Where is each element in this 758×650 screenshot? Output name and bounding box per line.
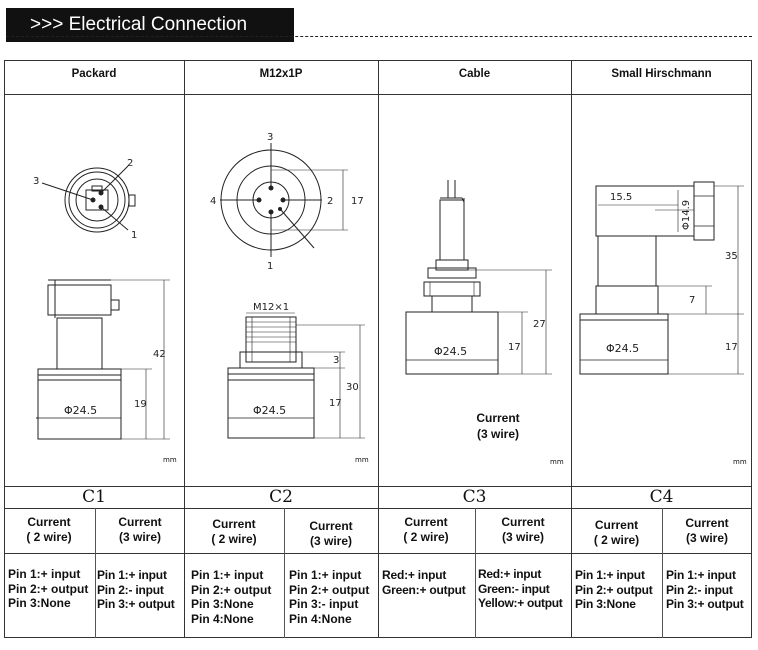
svg-text:7: 7	[689, 295, 695, 306]
svg-text:2: 2	[327, 196, 333, 207]
cable-drawing: Φ24.5 27 17	[405, 180, 552, 375]
col-divider-2	[378, 60, 379, 638]
svg-text:Φ24.5: Φ24.5	[64, 404, 97, 417]
svg-text:17: 17	[329, 398, 342, 409]
hirschmann-drawing: 15.5 Φ14.9 Φ24.5 35 7 17	[579, 181, 744, 375]
svg-text:Φ14.9: Φ14.9	[681, 200, 692, 230]
header-m12: M12x1P	[259, 68, 303, 80]
unit-label: mm	[733, 458, 747, 466]
header-hirschmann: Small Hirschmann	[611, 68, 712, 80]
col-divider-3	[571, 60, 572, 638]
svg-text:30: 30	[346, 382, 359, 393]
code-c1: C1	[82, 487, 106, 507]
svg-text:Φ24.5: Φ24.5	[434, 345, 467, 358]
unit-label: mm	[163, 456, 177, 464]
current-label: Current(3 wire)	[685, 516, 729, 545]
svg-text:1: 1	[131, 230, 137, 241]
code-c2: C2	[269, 487, 293, 507]
current-label: Current( 2 wire)	[211, 517, 257, 546]
current-label: Current( 2 wire)	[26, 515, 72, 544]
svg-text:3: 3	[33, 176, 39, 187]
banner-rule	[6, 36, 752, 37]
svg-text:17: 17	[508, 342, 521, 353]
sub-divider-4	[662, 508, 663, 638]
svg-text:35: 35	[725, 251, 738, 262]
svg-text:27: 27	[533, 319, 546, 330]
svg-text:17: 17	[351, 196, 364, 207]
sub-divider-3	[475, 508, 476, 638]
m12-drawing: 3 4 2 1 17 M12×1 Φ24.5 3 30 17	[210, 132, 365, 439]
current-label: Current(3 wire)	[309, 519, 353, 548]
svg-text:15.5: 15.5	[610, 192, 632, 203]
svg-text:4: 4	[210, 196, 216, 207]
current-label: Current( 2 wire)	[593, 518, 640, 547]
svg-text:17: 17	[725, 342, 738, 353]
svg-text:19: 19	[134, 399, 147, 410]
current-label: Current(3 wire)	[501, 515, 545, 544]
svg-text:2: 2	[127, 158, 133, 169]
unit-label: mm	[550, 458, 564, 466]
sub-divider-1	[95, 508, 96, 638]
unit-label: mm	[355, 456, 369, 464]
header-packard: Packard	[71, 68, 117, 80]
sub-divider-2	[284, 508, 285, 638]
col-divider-1	[184, 60, 185, 638]
current-label: Current(3 wire)	[118, 515, 162, 544]
code-c4: C4	[649, 487, 674, 507]
svg-text:3: 3	[267, 132, 273, 143]
code-c3: C3	[462, 487, 487, 507]
cable-current-note: Current(3 wire)	[476, 411, 520, 441]
header-cable: Cable	[458, 68, 491, 80]
svg-text:42: 42	[153, 349, 166, 360]
svg-text:3: 3	[333, 355, 339, 366]
svg-text:Φ24.5: Φ24.5	[606, 342, 639, 355]
svg-text:Φ24.5: Φ24.5	[253, 404, 286, 417]
packard-drawing: 2 3 1 Φ24.5 42 19	[33, 158, 170, 440]
svg-text:1: 1	[267, 261, 273, 272]
current-label: Current( 2 wire)	[403, 515, 449, 544]
svg-text:M12×1: M12×1	[253, 302, 289, 313]
